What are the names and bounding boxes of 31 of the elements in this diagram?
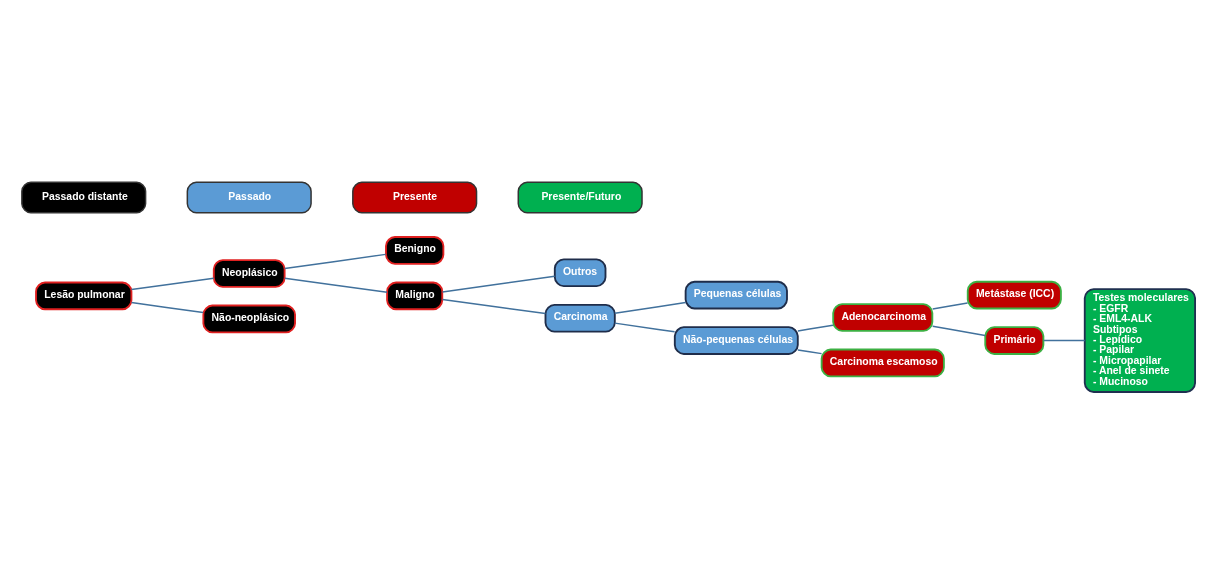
- connector: [931, 301, 969, 310]
- legend-label: Passado: [228, 190, 272, 202]
- connector: [797, 324, 834, 332]
- connector: [931, 324, 986, 336]
- legend-label: Presente/Futuro: [541, 190, 622, 202]
- connector: [614, 301, 687, 314]
- connector: [614, 321, 676, 332]
- node-box: Neoplásico: [212, 258, 286, 288]
- node-box: Primário: [984, 325, 1045, 355]
- legend-label: Presente: [393, 190, 438, 202]
- connector: [130, 277, 215, 290]
- connector: [284, 277, 388, 293]
- connector: [284, 253, 387, 269]
- connector: [797, 348, 823, 354]
- connector: [1042, 339, 1086, 341]
- node-box: Carcinoma: [544, 303, 616, 333]
- connector: [441, 298, 547, 314]
- node-box: Metástase (ICC): [966, 280, 1062, 309]
- node-box: Pequenas células: [684, 280, 788, 309]
- connector: [130, 301, 204, 313]
- node-box: Carcinoma escamoso: [820, 348, 945, 377]
- node-box: Testes moleculares - EGFR - EML4-ALK Subtipos - Lepídico - Papilar - Micropapilar - Anel de sinete - Mucinoso: [1083, 287, 1196, 393]
- node-box: Lesão pulmonar: [35, 281, 133, 310]
- connector: [441, 275, 556, 293]
- node-box: Não-pequenas células: [673, 325, 799, 355]
- legend-label: Passado distante: [42, 190, 128, 202]
- node-box: Outros: [553, 257, 607, 287]
- node-box: Não-neoplásico: [202, 304, 296, 333]
- node-box: Benigno: [385, 235, 445, 265]
- node-box: Adenocarcinoma: [832, 302, 934, 332]
- node-box: Maligno: [386, 281, 444, 310]
